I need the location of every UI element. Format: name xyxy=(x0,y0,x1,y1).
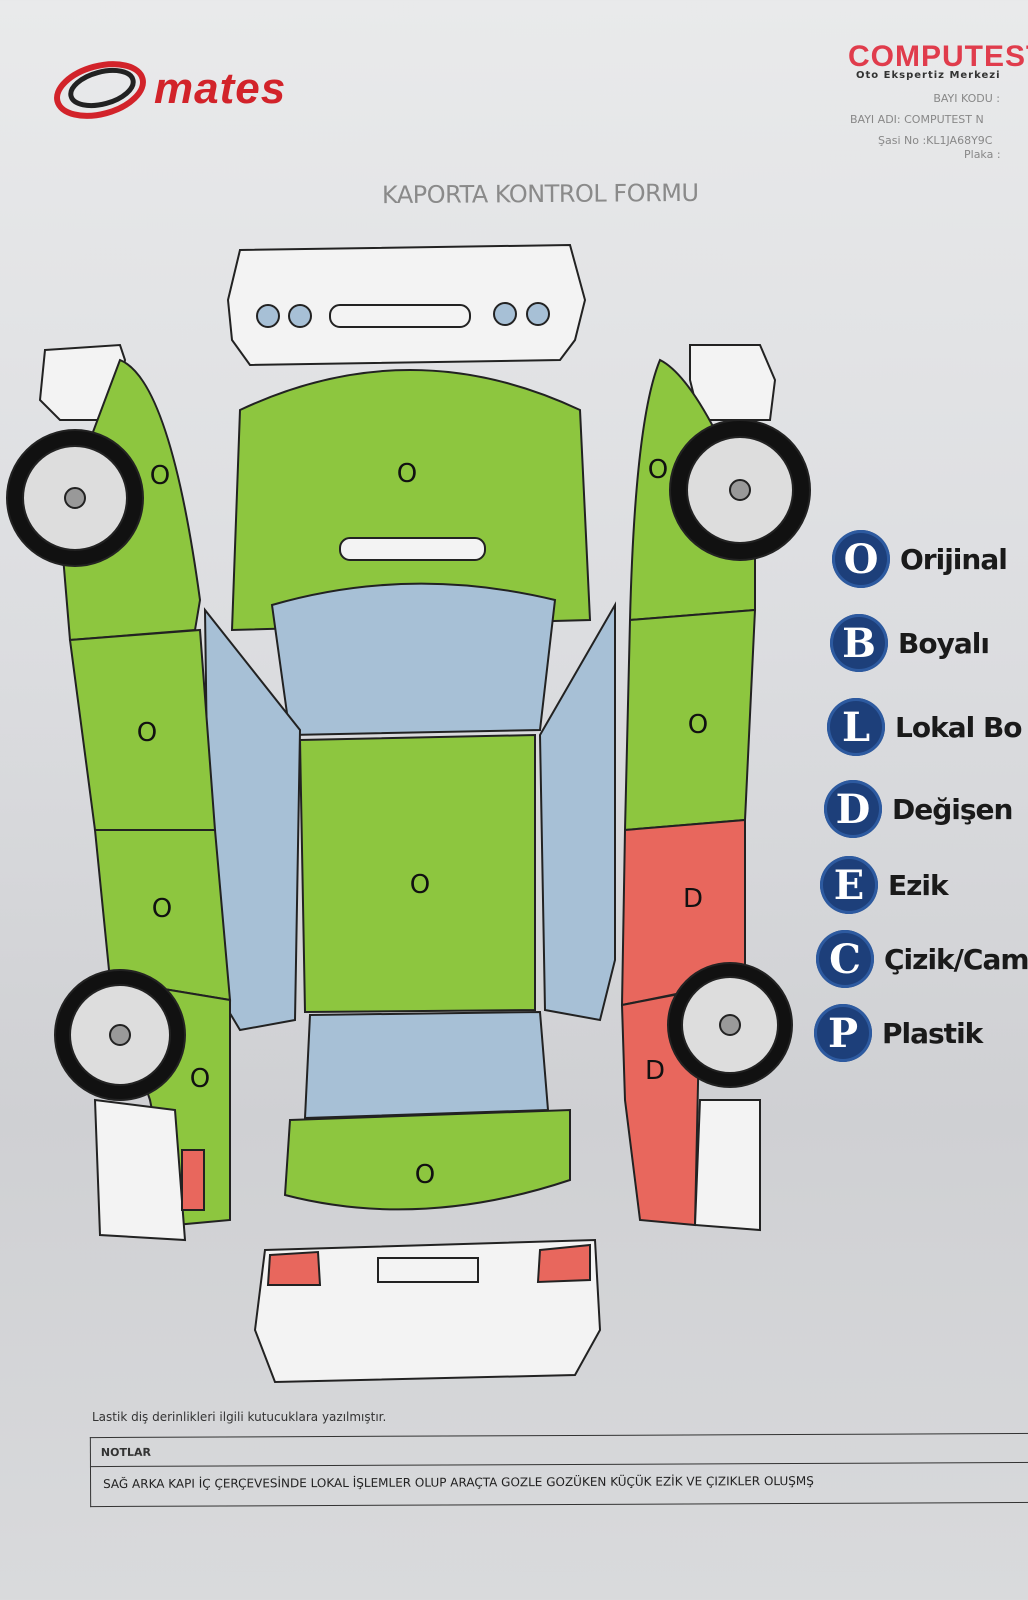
legend-badge: D xyxy=(824,780,882,838)
left-rear-door-label: O xyxy=(152,894,172,924)
left-rear-fender-label: O xyxy=(190,1064,210,1094)
legend-badge: C xyxy=(816,930,874,988)
rear-window xyxy=(303,1010,550,1120)
legend-item-changed: D Değişen xyxy=(824,780,1013,838)
computest-logo-text: COMPUTEST xyxy=(848,40,1028,73)
tire-depth-note: Lastik diş derinlikleri ilgili kutucukla… xyxy=(92,1410,387,1424)
legend-label: Çizik/Cam xyxy=(884,942,1028,976)
hood-label: O xyxy=(397,459,417,489)
notes-text: SAĞ ARKA KAPI İÇ ÇERÇEVESİNDE LOKAL İŞLE… xyxy=(103,1473,814,1492)
right-side-view xyxy=(620,344,811,1232)
mates-swirl-icon xyxy=(54,61,146,119)
right-front-fender-label: O xyxy=(648,455,668,485)
top-view xyxy=(203,369,616,1211)
computest-tagline: Oto Ekspertiz Merkezi xyxy=(856,70,1001,81)
legend-badge: P xyxy=(814,1004,872,1062)
right-rear-fender-label: D xyxy=(645,1056,665,1086)
left-front-door-label: O xyxy=(137,718,157,748)
trunk-label: O xyxy=(415,1160,435,1190)
form-title: KAPORTA KONTROL FORMU xyxy=(381,178,699,210)
mates-logo: mates xyxy=(52,58,397,122)
bayi-adi: BAYI ADI: COMPUTEST N xyxy=(850,113,984,126)
legend-item-painted: B Boyalı xyxy=(830,614,990,672)
right-rear-door-label: D xyxy=(683,884,703,914)
car-body-diagram: O O O O O O O O O D D xyxy=(6,243,811,1384)
hood-panel xyxy=(230,369,592,632)
legend-item-scratch: C Çizik/Cam xyxy=(816,930,1028,988)
legend-label: Ezik xyxy=(888,868,949,902)
rear-view xyxy=(253,1238,602,1384)
legend-badge: L xyxy=(827,698,885,756)
front-view xyxy=(226,243,587,367)
windshield xyxy=(270,582,557,737)
mates-logo-text: mates xyxy=(154,64,287,113)
legend-label: Değişen xyxy=(892,792,1013,826)
legend-label: Plastik xyxy=(882,1016,983,1050)
legend-item-original: O Orijinal xyxy=(832,530,1008,588)
plaka: Plaka : xyxy=(964,148,1001,161)
notes-box: NOTLAR SAĞ ARKA KAPI İÇ ÇERÇEVESİNDE LOK… xyxy=(89,1432,1028,1508)
legend-label: Lokal Bo xyxy=(895,710,1023,744)
legend-item-local-paint: L Lokal Bo xyxy=(827,698,1023,756)
legend-label: Orijinal xyxy=(900,542,1008,576)
legend-item-dent: E Ezik xyxy=(820,856,949,914)
roof-label: O xyxy=(410,870,430,900)
legend-label: Boyalı xyxy=(898,626,990,660)
computest-header: COMPUTEST Oto Ekspertiz Merkezi xyxy=(848,40,1028,81)
legend-badge: O xyxy=(832,530,890,588)
roof-panel xyxy=(298,733,536,1014)
legend-badge: E xyxy=(820,856,878,914)
notes-header: NOTLAR xyxy=(90,1433,1028,1468)
bayi-kodu: BAYI KODU : xyxy=(933,92,1000,105)
legend: O Orijinal B Boyalı L Lokal Bo D Değişen… xyxy=(814,0,1028,1600)
left-side-view xyxy=(6,343,232,1242)
left-front-fender-label: O xyxy=(150,461,170,491)
legend-item-plastic: P Plastik xyxy=(814,1004,983,1062)
sasi-no: Şasi No :KL1JA68Y9C xyxy=(878,134,993,147)
right-front-door-label: O xyxy=(688,710,708,740)
legend-badge: B xyxy=(830,614,888,672)
trunk-panel xyxy=(283,1108,571,1211)
